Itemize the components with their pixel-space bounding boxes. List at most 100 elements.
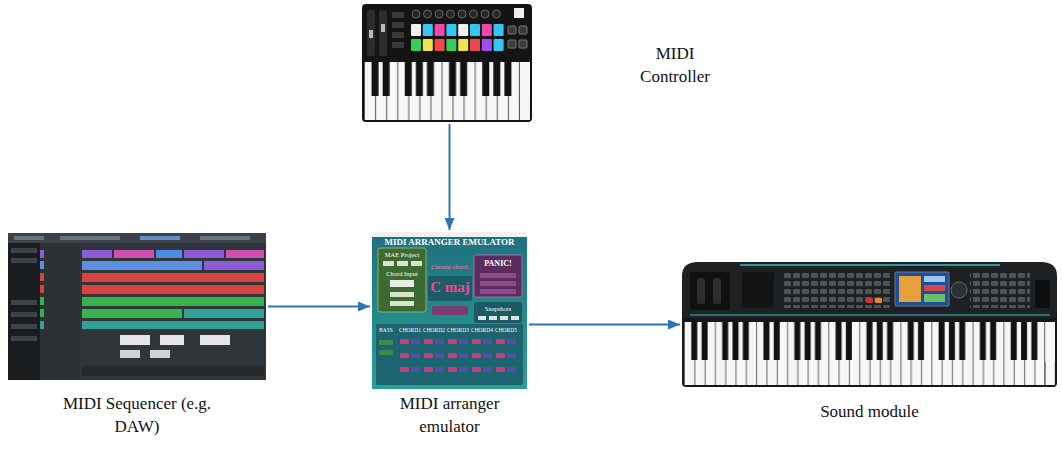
midi-controller-picture <box>367 10 375 56</box>
screen-label: CHORD5 <box>495 328 517 334</box>
midi-controller-picture <box>519 26 527 34</box>
daw-screenshot <box>184 250 224 258</box>
midi-controller-picture <box>435 39 445 51</box>
daw-screenshot <box>82 309 182 318</box>
sound-module-picture <box>924 285 945 291</box>
screen-label: CHORD3 <box>447 328 469 334</box>
daw-screenshot <box>11 248 37 253</box>
daw-screenshot <box>184 309 264 318</box>
midi-controller-picture <box>411 39 421 51</box>
daw-screenshot <box>82 297 264 306</box>
daw-screenshot <box>40 297 44 305</box>
emulator-screenshot <box>478 316 486 320</box>
daw-screenshot <box>14 236 44 240</box>
sound-module-picture <box>924 294 945 302</box>
sound-module-picture <box>1044 322 1045 385</box>
midi-controller-picture <box>435 10 443 18</box>
emulator-screenshot <box>372 232 527 389</box>
midi-controller-picture <box>458 39 468 51</box>
emulator-screenshot <box>489 316 497 320</box>
screen-label: MAE Project <box>385 252 419 259</box>
midi-controller-picture <box>514 8 524 18</box>
midi-controller-picture <box>362 4 532 122</box>
sound-module-picture <box>690 272 730 310</box>
daw-screenshot <box>120 335 150 345</box>
daw-screenshot <box>140 236 180 240</box>
device-caption: MIDI Sequencer (e.g. DAW) <box>52 392 222 438</box>
midi-controller-picture <box>508 40 516 48</box>
emulator-screenshot <box>376 324 523 385</box>
sound-module-picture <box>782 272 890 308</box>
daw-screenshot <box>200 236 250 240</box>
daw-screenshot <box>8 233 266 380</box>
midi-controller-picture <box>481 10 489 18</box>
daw-screenshot <box>40 321 44 329</box>
midi-controller-picture <box>392 32 404 38</box>
emulator-screenshot <box>474 255 522 297</box>
daw-screenshot <box>226 250 264 258</box>
midi-controller-picture <box>458 24 468 36</box>
screen-label: Snapshots <box>485 306 511 313</box>
sound-module-picture <box>682 262 1057 387</box>
midi-controller-picture <box>446 24 456 36</box>
midi-controller-picture <box>508 26 516 34</box>
midi-controller-picture <box>458 10 466 18</box>
screen-label: C maj <box>430 280 470 295</box>
emulator-screenshot <box>398 338 518 380</box>
midi-controller-picture <box>381 24 385 32</box>
emulator-screenshot <box>428 276 472 301</box>
daw-screenshot <box>156 250 182 258</box>
emulator-screenshot <box>383 261 394 266</box>
daw-screenshot <box>82 261 202 270</box>
emulator-screenshot <box>397 261 408 266</box>
daw-screenshot <box>11 300 37 305</box>
emulator-screenshot <box>390 301 414 306</box>
screen-label: MIDI ARRANGER EMULATOR <box>384 238 514 247</box>
midi-controller-picture <box>493 10 501 18</box>
daw-screenshot <box>160 335 184 345</box>
daw-screenshot <box>40 309 44 317</box>
device-image: MIDI Controller <box>362 4 532 122</box>
midi-controller-picture <box>447 10 455 18</box>
sound-module-picture <box>697 278 705 304</box>
screen-label: BASS <box>379 328 393 334</box>
daw-screenshot <box>11 312 37 317</box>
midi-controller-picture <box>423 24 433 36</box>
device-caption: MIDI Controller <box>630 42 720 88</box>
midi-controller-picture <box>392 42 404 48</box>
midi-controller-picture <box>470 39 480 51</box>
daw-screenshot <box>40 250 44 258</box>
midi-controller-picture <box>392 12 404 18</box>
midi-controller-picture <box>424 10 432 18</box>
device-caption: MIDI arranger emulator <box>385 392 515 438</box>
emulator-screenshot <box>372 232 527 237</box>
midi-controller-picture <box>519 62 530 98</box>
daw-screenshot <box>11 324 37 329</box>
emulator-screenshot <box>379 340 393 345</box>
sound-module-picture <box>951 282 967 298</box>
midi-controller-picture <box>470 24 480 36</box>
daw-screenshot <box>11 258 37 263</box>
screen-label: PANIC! <box>484 260 511 268</box>
midi-controller-picture <box>494 39 504 51</box>
device-image: MIDI Sequencer (e.g. DAW) <box>8 233 266 380</box>
screen-label: Chord Input <box>386 271 418 278</box>
signal-arrow <box>449 124 451 230</box>
midi-controller-picture <box>435 24 445 36</box>
daw-screenshot <box>80 243 266 380</box>
sound-module-picture <box>899 276 921 302</box>
daw-screenshot <box>204 261 264 270</box>
emulator-screenshot <box>432 306 468 315</box>
daw-screenshot <box>40 261 44 269</box>
midi-controller-picture <box>446 39 456 51</box>
midi-controller-picture <box>470 10 478 18</box>
sound-module-picture <box>713 278 721 304</box>
signal-arrow <box>529 324 680 326</box>
sound-module-picture <box>740 264 1000 266</box>
emulator-screenshot <box>500 316 508 320</box>
screen-label: Current chord: <box>431 264 469 271</box>
midi-controller-picture <box>423 39 433 51</box>
emulator-screenshot <box>390 280 414 287</box>
